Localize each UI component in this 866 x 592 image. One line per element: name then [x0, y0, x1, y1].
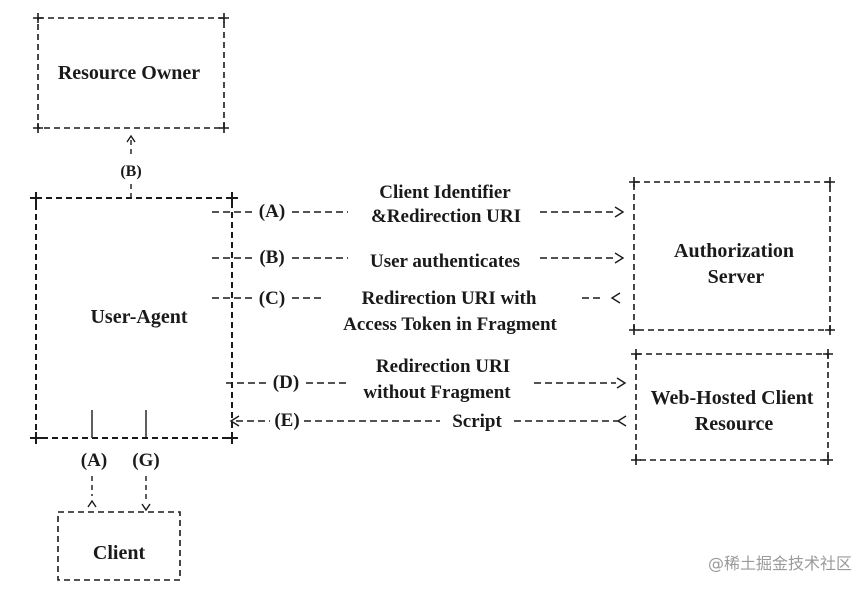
arrowhead-e-left-server [616, 415, 627, 427]
step-a-bottom-letter: (A) [80, 450, 108, 471]
step-d-text-line2: without Fragment [363, 382, 511, 403]
step-d-text-line1: Redirection URI [375, 356, 511, 377]
client-box [57, 511, 181, 581]
step-c-text-line2: Access Token in Fragment [343, 314, 557, 335]
resource-owner-label: Resource Owner [57, 62, 201, 84]
step-b-letter: (B) [259, 247, 285, 268]
web-hosted-client-label-line1: Web-Hosted Client [650, 387, 814, 409]
step-a-letter: (A) [258, 201, 286, 222]
step-e-text: Script [452, 411, 502, 432]
step-g-bottom-letter: (G) [132, 450, 160, 471]
user-agent-label: User-Agent [90, 306, 188, 328]
arrowhead-b-right [614, 252, 625, 264]
watermark-text: @稀土掘金技术社区 [707, 554, 852, 573]
step-a-text-line1: Client Identifier [379, 182, 511, 203]
arrowhead-e-left-agent [229, 415, 240, 427]
arrowhead-c-left [610, 292, 621, 304]
resource-owner-box [37, 17, 225, 129]
user-agent-box [35, 197, 233, 439]
step-d-letter: (D) [272, 372, 300, 393]
authorization-server-box [633, 181, 831, 331]
arrowhead-up-client-a [87, 499, 97, 508]
step-e-letter: (E) [274, 410, 300, 431]
corner-markers [30, 13, 835, 465]
step-b-text: User authenticates [369, 251, 521, 272]
client-label: Client [92, 542, 146, 564]
step-a-text-line2: &Redirection URI [370, 206, 522, 227]
step-c-text-line1: Redirection URI with [361, 288, 537, 309]
arrowhead-up-resource-owner [126, 134, 136, 143]
web-hosted-client-resource-box [635, 353, 829, 461]
authorization-server-label-line2: Server [707, 266, 765, 288]
arrowhead-a-right [614, 206, 625, 218]
step-b-top-letter: (B) [120, 163, 142, 180]
step-c-letter: (C) [258, 288, 286, 309]
arrowhead-d-right [616, 377, 627, 389]
web-hosted-client-label-line2: Resource [694, 413, 774, 435]
authorization-server-label-line1: Authorization [674, 240, 794, 262]
arrowhead-down-client-g [141, 503, 151, 512]
